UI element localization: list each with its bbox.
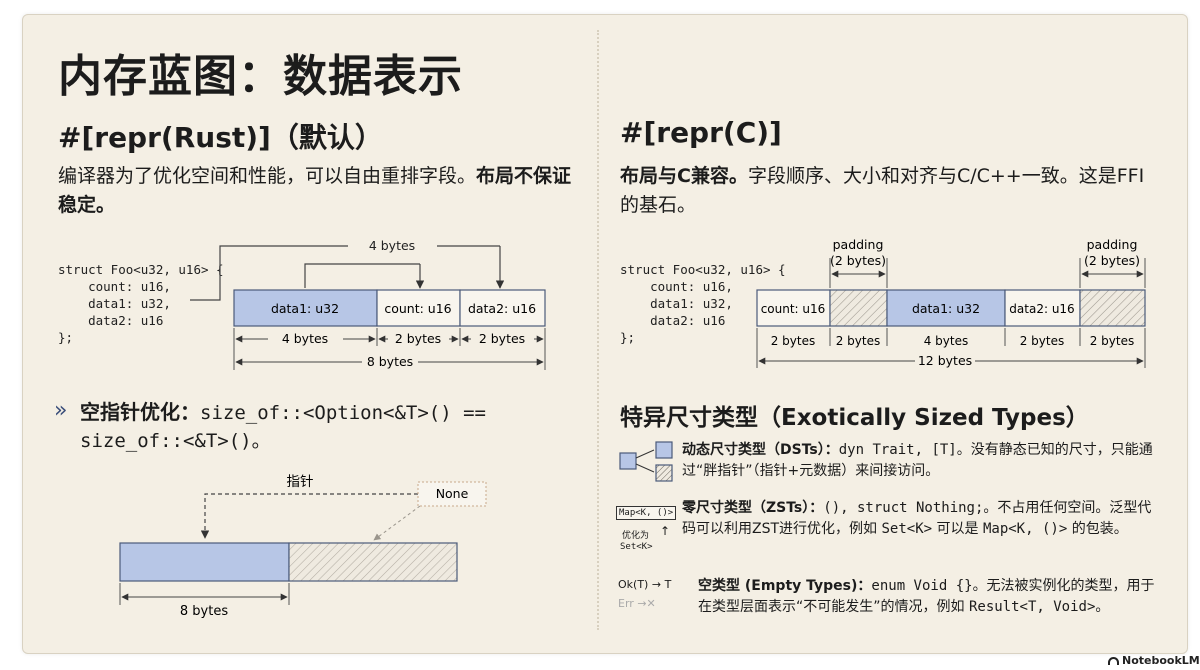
rust-size-0: 4 bytes: [282, 331, 328, 346]
empty-title: 空类型 (Empty Types)：: [698, 578, 872, 594]
dst-title: 动态尺寸类型（DSTs）：: [682, 442, 839, 458]
repr-rust-desc-bold: 布局不保证稳定。: [58, 165, 572, 216]
c-cell-count: [756, 289, 831, 327]
c-size-1: 2 bytes: [836, 334, 881, 348]
rust-connector-line: [190, 245, 305, 301]
footer-label: NotebookLM: [1122, 654, 1200, 667]
npo-pointer-label: 指针: [287, 474, 314, 490]
empty-icon-row-err: Err →✕: [618, 597, 656, 610]
c-cell-data1: [886, 289, 1006, 327]
c-cell-label-0: count: u16: [761, 302, 826, 316]
repr-c-heading: #[repr(C)]: [620, 116, 782, 149]
c-cell-padding-2: [1079, 289, 1146, 327]
dst-text: 。没有静态已知的尺寸，只能通过“胖指针”（指针+元数据）来间接访问。: [682, 442, 1153, 479]
zst-text-2: 可以是: [932, 521, 983, 537]
dst-icon: [619, 441, 673, 482]
repr-rust-code: struct Foo<u32, u16> { count: u16, data1…: [58, 262, 224, 345]
column-divider: [597, 30, 599, 630]
empty-icon-ok: Ok(T): [618, 578, 649, 591]
c-cell-label-2: data2: u16: [1009, 302, 1074, 316]
zst-text-1: 。不占用任何空间。泛型代码可以利用ZST进行优化，例如: [682, 500, 1152, 537]
npo-niche-cell: [288, 542, 458, 582]
empty-text-2: 。: [1095, 599, 1110, 615]
empty-icon-err: Err: [618, 597, 634, 610]
repr-rust-heading: #[repr(Rust)]（默认）: [58, 121, 383, 154]
empty-icon-t: T: [664, 578, 672, 591]
cross-icon: →✕: [637, 597, 656, 610]
npo-label: 空指针优化：: [80, 400, 200, 424]
repr-c-desc-bold: 布局与C兼容。: [620, 165, 748, 187]
empty-icon-arrow: →: [651, 578, 662, 591]
repr-c-code: struct Foo<u32, u16> { count: u16, data1…: [620, 262, 786, 345]
repr-rust-desc-text: 编译器为了优化空间和性能，可以自由重排字段。: [58, 165, 477, 187]
empty-code-2: Result<T, Void>: [968, 599, 1096, 615]
npo-total-size: 8 bytes: [180, 604, 228, 619]
zst-description: 零尺寸类型（ZSTs）：(), struct Nothing;。不占用任何空间。…: [682, 498, 1157, 540]
zst-code-3: Map<K, ()>: [982, 521, 1068, 537]
zst-code-2: Set<K>: [881, 521, 933, 537]
c-padding-size-2: (2 bytes): [1084, 253, 1140, 268]
empty-code-1: enum Void {}: [871, 578, 973, 594]
zst-title: 零尺寸类型（ZSTs）：: [682, 500, 824, 516]
npo-code-2: size_of::<&T>()。: [80, 430, 271, 452]
npo-code-1: size_of::<Option<&T>() ==: [200, 402, 486, 424]
c-cell-label-1: data1: u32: [912, 301, 980, 316]
c-size-2: 4 bytes: [924, 334, 969, 348]
c-cell-padding-1: [829, 289, 888, 327]
c-size-0: 2 bytes: [771, 334, 816, 348]
repr-rust-diagram: 4 bytes data1: u32 count: u16 data2: u16…: [190, 238, 546, 370]
repr-c-description: 布局与C兼容。字段顺序、大小和对齐与C/C++一致。这是FFI的基石。: [620, 162, 1150, 220]
rust-cell-label-2: data2: u16: [468, 301, 536, 316]
dst-description: 动态尺寸类型（DSTs）：dyn Trait, [T]。没有静态已知的尺寸，只能…: [682, 440, 1157, 482]
c-size-4: 2 bytes: [1090, 334, 1135, 348]
empty-description: 空类型 (Empty Types)：enum Void {}。无法被实例化的类型…: [698, 576, 1160, 618]
zst-icon: Map<K, ()> 优化为 ↑ Set<K>: [614, 502, 678, 562]
c-size-3: 2 bytes: [1020, 334, 1065, 348]
dst-code: dyn Trait, [T]: [838, 442, 957, 458]
rust-size-2: 2 bytes: [479, 331, 525, 346]
rust-top-bytes-label: 4 bytes: [369, 238, 415, 253]
zst-text-3: 的包装。: [1067, 521, 1128, 537]
repr-c-diagram: padding (2 bytes) padding (2 bytes) coun…: [756, 237, 1146, 368]
rust-total-size: 8 bytes: [367, 354, 413, 369]
rust-cell-label-1: count: u16: [384, 301, 451, 316]
rust-cell-data1: [233, 289, 378, 327]
notebooklm-logo-icon: [1108, 656, 1119, 665]
rust-cell-label-0: data1: u32: [271, 301, 339, 316]
page-title: 内存蓝图：数据表示: [58, 51, 463, 102]
npo-diagram: 指针 None 8 bytes: [119, 474, 487, 619]
repr-rust-description: 编译器为了优化空间和性能，可以自由重排字段。布局不保证稳定。: [58, 162, 578, 220]
zst-icon-opt: 优化为: [622, 531, 650, 541]
zst-icon-map: Map<K, ()>: [616, 506, 677, 520]
empty-icon-row-ok: Ok(T) → T: [618, 578, 671, 591]
c-padding-label-1: padding: [833, 237, 884, 252]
footer-brand: NotebookLM: [1108, 654, 1200, 667]
zst-arrow-icon: ↑: [660, 524, 671, 538]
c-cell-data2: [1004, 289, 1081, 327]
empty-type-icon: Ok(T) → T Err →✕: [618, 578, 682, 618]
c-total-size: 12 bytes: [918, 353, 972, 368]
npo-line-1: 空指针优化：size_of::<Option<&T>() ==: [80, 396, 486, 425]
rust-size-1: 2 bytes: [395, 331, 441, 346]
npo-none-label: None: [436, 486, 469, 501]
empty-text-1: 。无法被实例化的类型，用于在类型层面表示“不可能发生”的情况，例如: [698, 578, 1155, 615]
zst-icon-set: Set<K>: [620, 542, 653, 552]
repr-c-desc-text: 字段顺序、大小和对齐与C/C++一致。这是FFI的基石。: [620, 165, 1145, 216]
c-padding-size-1: (2 bytes): [830, 253, 886, 268]
npo-none-box: [417, 481, 487, 507]
npo-marker: »: [54, 398, 68, 423]
rust-cell-data2: [459, 289, 546, 327]
npo-pointer-cell: [119, 542, 290, 582]
rust-cell-count: [376, 289, 461, 327]
c-padding-label-2: padding: [1087, 237, 1138, 252]
zst-code-1: (), struct Nothing;: [823, 500, 984, 516]
exotic-heading: 特异尺寸类型（Exotically Sized Types）: [620, 405, 1089, 431]
